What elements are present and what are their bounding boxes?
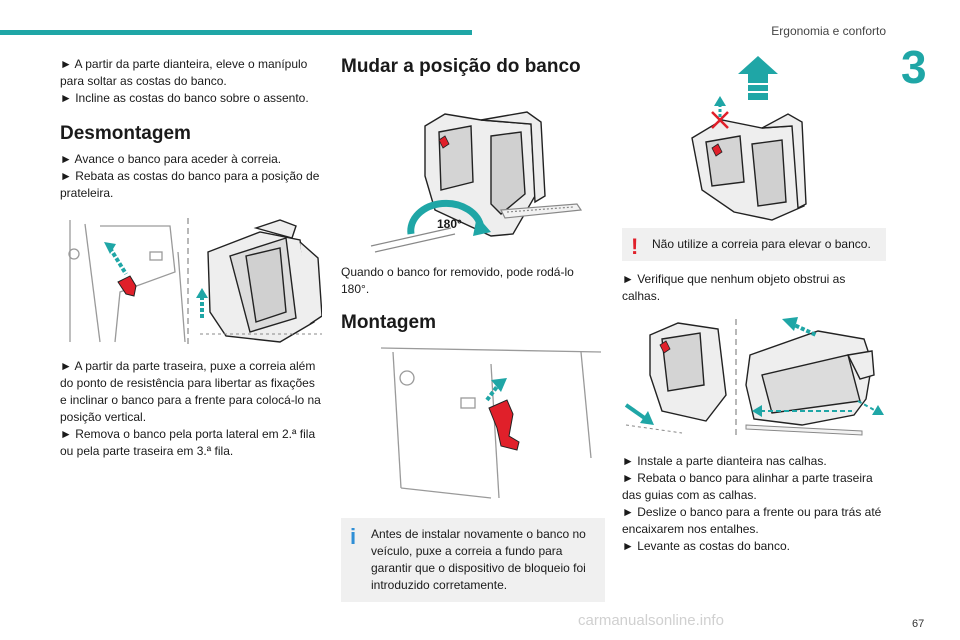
section-heading: Montagem <box>341 312 436 333</box>
instruction-text: ► A partir da parte traseira, puxe a cor… <box>60 359 321 424</box>
instruction-text: ► Verifique que nenhum objeto obstrui as… <box>622 272 846 303</box>
instruction-text: ► Rebata o banco para alinhar a parte tr… <box>622 471 873 502</box>
info-icon: i <box>350 524 357 549</box>
column-middle: Mudar a posição do banco 180° Quando o b… <box>341 56 605 602</box>
info-note-text: Antes de instalar novamente o banco no v… <box>371 527 586 592</box>
column-right: ! Não utilize a correia para elevar o ba… <box>622 56 886 555</box>
column-left: ► A partir da parte dianteira, eleve o m… <box>60 56 322 460</box>
info-note: i Antes de instalar novamente o banco no… <box>341 518 605 602</box>
instruction-text: ► Rebata as costas do banco para a posiç… <box>60 169 320 200</box>
instruction-text: ► Deslize o banco para a frente ou para … <box>622 505 882 536</box>
rotation-angle-label: 180° <box>437 217 462 231</box>
instruction-text: ► Instale a parte dianteira nas calhas. <box>622 454 827 468</box>
warning-icon: ! <box>631 234 639 259</box>
watermark: carmanualsonline.info <box>578 612 724 629</box>
warning-note-text: Não utilize a correia para elevar o banc… <box>652 237 871 251</box>
instruction-text: ► Remova o banco pela porta lateral em 2… <box>60 427 316 458</box>
seat-install-illustration <box>622 315 886 443</box>
section-heading: Desmontagem <box>60 123 191 144</box>
chapter-number: 3 <box>901 41 927 93</box>
page-number: 67 <box>912 618 925 630</box>
instruction-text: ► Incline as costas do banco sobre o ass… <box>60 91 309 105</box>
header-accent-bar <box>0 30 472 35</box>
seat-rotation-illustration: 180° <box>341 86 605 258</box>
seat-removal-illustration <box>60 212 322 350</box>
warning-note: ! Não utilize a correia para elevar o ba… <box>622 228 886 261</box>
instruction-text: ► Levante as costas do banco. <box>622 539 790 553</box>
instruction-text: ► Avance o banco para aceder à correia. <box>60 152 282 166</box>
seat-strap-illustration <box>341 338 605 506</box>
header-title: Ergonomia e conforto <box>771 24 886 38</box>
instruction-text: Quando o banco for removido, pode rodá-l… <box>341 265 574 296</box>
seat-lift-illustration <box>622 56 886 222</box>
instruction-text: ► A partir da parte dianteira, eleve o m… <box>60 57 308 88</box>
section-heading: Mudar a posição do banco <box>341 56 581 77</box>
